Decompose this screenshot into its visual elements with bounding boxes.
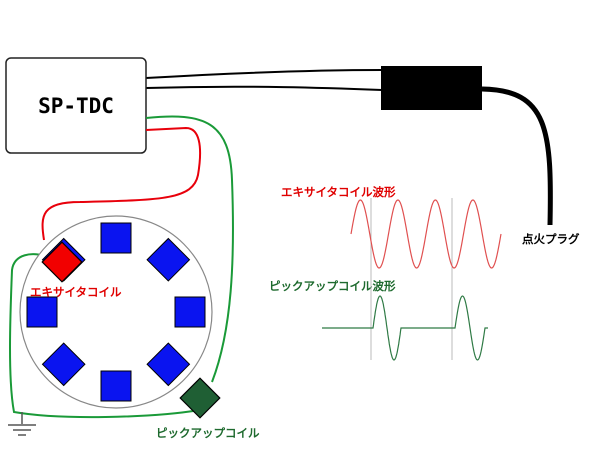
spark-plug-label: 点火プラグ [522,232,580,246]
exciter-waveform-title: エキサイタコイル波形 [281,185,396,199]
ignition-coil [381,66,482,110]
rotor-tooth [26,296,58,328]
pickup-waveform-trace [322,295,488,361]
ground-icon [8,412,36,436]
module-to-coil-wire-upper [145,69,383,79]
high-tension-lead [481,86,553,226]
exciter-coil-wire [41,126,202,241]
pickup-coil-label: ピックアップコイル [156,426,260,440]
pickup-coil-wire-ground [9,253,201,419]
pickup-coil-wire-signal [145,115,234,383]
rotor-tooth [41,342,86,387]
rotor-tooth [146,342,191,387]
sp-tdc-module [5,57,147,154]
rotor-tooth [100,370,132,402]
exciter-waveform-trace [350,199,502,269]
rotor-tooth [146,237,191,282]
pickup-coil [179,377,221,419]
module-to-coil-wire-lower [145,85,383,91]
exciter-coil [41,241,83,283]
exciter-coil-label: エキサイタコイル [30,285,122,299]
module-title: SP-TDC [38,94,114,118]
rotor-tooth [174,296,206,328]
rotor-tooth [100,222,132,254]
pickup-waveform-title: ピックアップコイル波形 [269,279,396,293]
